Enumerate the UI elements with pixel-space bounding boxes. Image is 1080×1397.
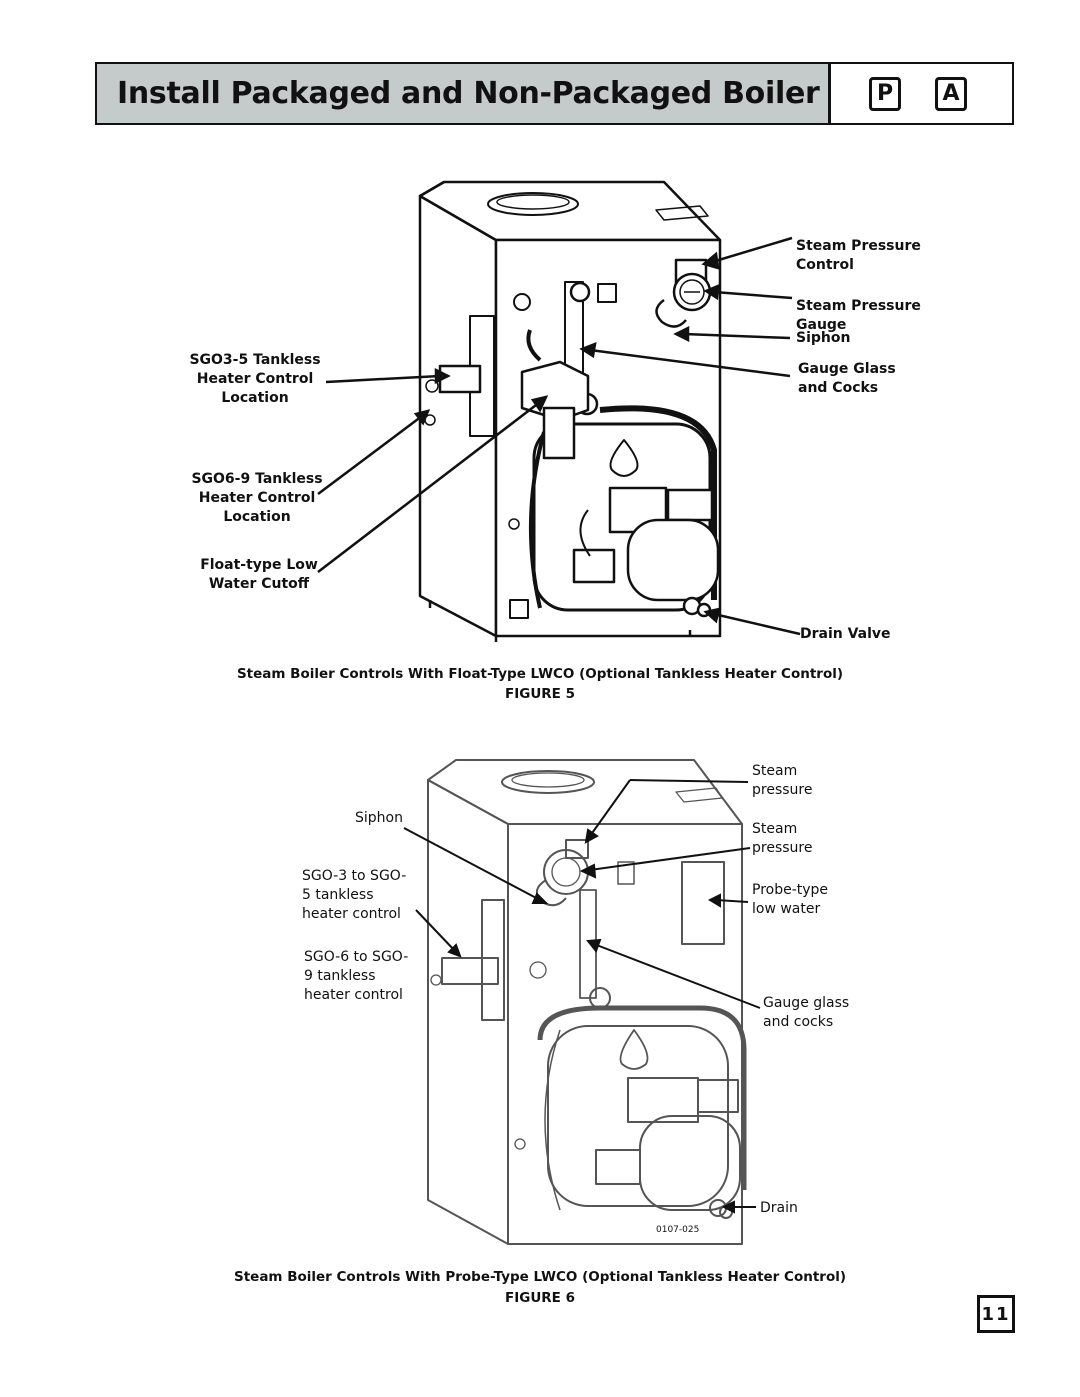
figure-6-drawing	[0, 740, 1080, 1260]
page-title: Install Packaged and Non-Packaged Boiler	[97, 64, 831, 123]
label-drain-valve: Drain Valve	[800, 626, 891, 642]
figure-6-label: FIGURE 6	[505, 1290, 575, 1306]
label-steam-pressure-control: Steam Pressure Control	[796, 238, 921, 273]
badge-a-icon: A	[935, 76, 967, 111]
drawing-id: 0107-025	[656, 1225, 700, 1235]
badge-p-icon: P	[869, 76, 901, 111]
label-sgo6-9-tankless: SGO6-9 Tankless Heater Control Location	[191, 471, 323, 525]
label-sgo-3-to-sgo-5: SGO-3 to SGO- 5 tankless heater control	[302, 868, 407, 922]
label-probe-lwco: Probe-type low water	[752, 882, 829, 917]
boiler-float-lwco-illustration	[317, 180, 801, 642]
figure-5-drawing	[317, 180, 801, 642]
label-siphon: Siphon	[355, 810, 403, 826]
label-siphon: Siphon	[796, 330, 851, 346]
header-badges: P A	[831, 64, 1012, 123]
figure-6-caption: Steam Boiler Controls With Probe-Type LW…	[233, 1269, 847, 1285]
label-steam-pressure-1: Steam pressure	[752, 763, 813, 798]
label-steam-pressure-2: Steam pressure	[752, 821, 813, 856]
figure-5-caption: Steam Boiler Controls With Float-Type LW…	[236, 666, 844, 682]
boiler-probe-lwco-illustration	[403, 759, 761, 1245]
label-drain: Drain	[760, 1200, 798, 1216]
label-gauge-glass-cocks: Gauge glass and cocks	[763, 995, 850, 1030]
page-header: Install Packaged and Non-Packaged Boiler…	[95, 62, 1014, 125]
figure-5-label: FIGURE 5	[505, 686, 575, 702]
label-steam-pressure-gauge: Steam Pressure Gauge	[796, 298, 921, 333]
label-gauge-glass: Gauge Glass and Cocks	[798, 361, 896, 396]
page-number: 11	[977, 1295, 1015, 1333]
label-sgo-6-to-sgo-9: SGO-6 to SGO- 9 tankless heater control	[304, 949, 409, 1003]
label-sgo3-5-tankless: SGO3-5 Tankless Heater Control Location	[189, 352, 321, 406]
label-float-lwco: Float-type Low Water Cutoff	[200, 557, 318, 592]
